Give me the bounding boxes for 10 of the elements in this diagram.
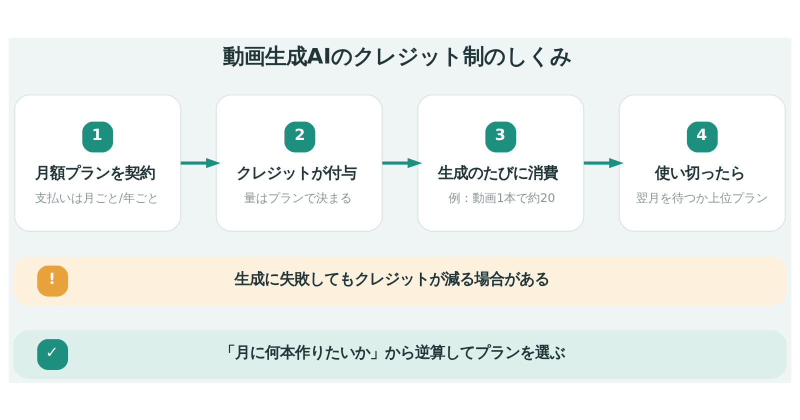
arrow <box>382 158 422 168</box>
arrow <box>584 158 624 168</box>
node-box: 1 月額プランを契約 支払いは月ごと/年ごと <box>14 94 182 232</box>
arrow <box>180 158 221 168</box>
diagram-title: 動画生成AIのクレジット制のしくみ <box>222 44 572 69</box>
node-box: ✓ 「月に何本作りたいか」から逆算してプランを選ぶ <box>12 330 788 378</box>
node-box: 2 クレジットが付与 量はプランで決まる <box>216 94 383 232</box>
node-box: 3 生成のたびに消費 例：動画1本で約20 <box>417 94 584 232</box>
node-box: ! 生成に失敗してもクレジットが減る場合がある <box>12 256 788 305</box>
node-box: 4 使い切ったら 翌月を待つか上位プラン <box>618 94 786 232</box>
